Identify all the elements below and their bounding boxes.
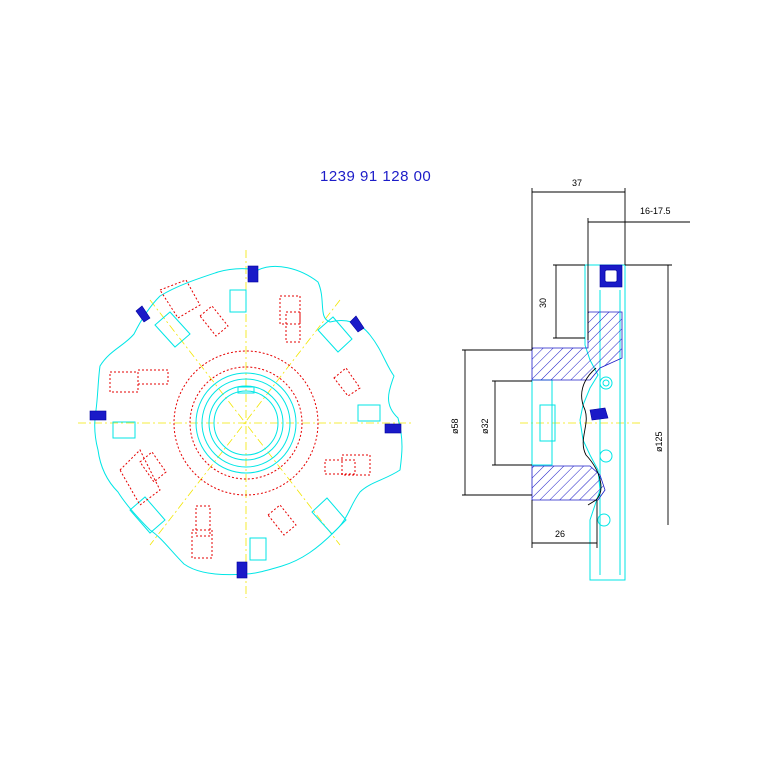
hatch-upper [531, 311, 623, 381]
insert-pockets [112, 289, 381, 561]
dim-width-total: 37 [572, 178, 582, 188]
front-view [78, 250, 412, 598]
bore-circle [213, 390, 279, 456]
dim-depth-26: 26 [555, 529, 565, 539]
profile-curve [581, 367, 602, 506]
hidden-circle-inner [189, 366, 303, 480]
hub-middle-circle [201, 378, 291, 468]
side-screw-lower [597, 513, 611, 527]
side-insert-hole [604, 269, 618, 283]
dim-dia-125: ø125 [654, 431, 664, 452]
insert-right [384, 423, 402, 434]
dim-width-range: 16-17.5 [640, 206, 671, 216]
dim-dia-58: ø58 [450, 418, 460, 434]
side-screw-middle [599, 449, 613, 463]
hub-outer-circle [195, 372, 297, 474]
diagonal-center-line-b [149, 299, 341, 546]
insert-top-right [349, 315, 365, 333]
clamp-screws [109, 279, 371, 559]
hidden-circle-outer [173, 350, 319, 496]
side-screw-upper [599, 376, 613, 390]
hatch-lower [531, 465, 606, 501]
bore-outer-circle [208, 385, 284, 461]
hub-section [531, 379, 553, 466]
insert-top-left [135, 305, 151, 323]
side-section-view: 37 16-17.5 30 ø58 ø32 ø125 [450, 178, 690, 581]
insert-left [89, 410, 107, 421]
dim-dia-32: ø32 [480, 418, 490, 434]
bore-step [539, 404, 556, 442]
side-insert-mid [589, 407, 609, 421]
insert-top [247, 265, 259, 283]
dim-height-30: 30 [538, 298, 548, 308]
part-number-title: 1239 91 128 00 [320, 168, 432, 185]
keyway [237, 386, 255, 394]
dimension-lines: 37 16-17.5 30 ø58 ø32 ø125 [450, 178, 690, 548]
insert-bottom [236, 561, 248, 579]
